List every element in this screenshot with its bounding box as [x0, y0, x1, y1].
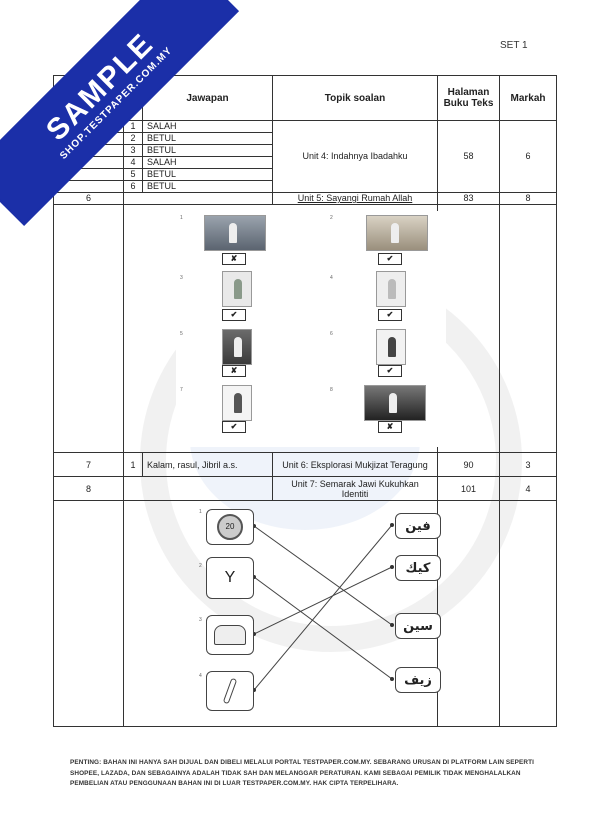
- footer-notice: PENTING: BAHAN INI HANYA SAH DIJUAL DAN …: [70, 759, 534, 787]
- match-line: [253, 566, 393, 635]
- answer-text: BETUL: [142, 144, 273, 157]
- match-line: [253, 525, 393, 626]
- picture-answer-cell: 1 ✘ 2 ✔ 3 ✔ 4 ✔ 5 ✘ 6 ✔ 7 ✔: [123, 204, 446, 453]
- soalan-number: 7: [53, 452, 124, 477]
- marks-cell: 8: [499, 192, 557, 205]
- mark-q1: ✘: [222, 253, 246, 265]
- mark-q8: ✘: [378, 421, 402, 433]
- answer-text: SALAH: [142, 120, 273, 133]
- slingshot-icon: Y: [206, 557, 254, 599]
- table-row: 7 1 Kalam, rasul, Jibril a.s. Unit 6: Ek…: [53, 452, 557, 477]
- header-halaman: Halaman Buku Teks: [437, 75, 500, 121]
- header-markah: Markah: [499, 75, 557, 121]
- mark-q3: ✔: [222, 309, 246, 321]
- picture-q1: [204, 215, 266, 251]
- picture-q4: [376, 271, 406, 307]
- answer-index: 4: [123, 156, 143, 169]
- jawi-word-4: زيف: [395, 667, 441, 693]
- answer-index: 2: [123, 132, 143, 145]
- page-cell: 58: [437, 120, 500, 193]
- cake-icon: [206, 615, 254, 655]
- answer-table: n Jawapan Topik soalan Halaman Buku Teks…: [53, 75, 557, 727]
- answer-text: SALAH: [142, 156, 273, 169]
- page-cell: 83: [437, 192, 500, 205]
- mark-q5: ✘: [222, 365, 246, 377]
- marks-cell: 4: [499, 476, 557, 501]
- picture-q5: [222, 329, 252, 365]
- match-line: [253, 576, 393, 680]
- answer-text: BETUL: [142, 132, 273, 145]
- picture-q7: [222, 385, 252, 421]
- marks-cell: 3: [499, 452, 557, 477]
- answer-index: 1: [123, 452, 143, 477]
- matching-answer-cell: 1 20 2 Y 3 4 فين كيك سين زيف: [123, 500, 441, 727]
- mark-q2: ✔: [378, 253, 402, 265]
- match-dot: [390, 523, 394, 527]
- table-row: 6 Unit 5: Sayangi Rumah Allah 83 8: [53, 192, 557, 205]
- picture-q6: [376, 329, 406, 365]
- picture-q3: [222, 271, 252, 307]
- match-dot: [390, 677, 394, 681]
- page-cell: 90: [437, 452, 500, 477]
- mark-q4: ✔: [378, 309, 402, 321]
- picture-q8: [364, 385, 426, 421]
- matching-lines: [252, 523, 394, 692]
- topic-cell: Unit 6: Eksplorasi Mukjizat Teragung: [272, 452, 438, 477]
- topic-cell: Unit 7: Semarak Jawi Kukuhkan Identiti: [272, 476, 438, 501]
- mark-q6: ✔: [378, 365, 402, 377]
- picture-q2: [366, 215, 428, 251]
- coin-20-icon: 20: [206, 509, 254, 545]
- mark-q7: ✔: [222, 421, 246, 433]
- answer-index: 1: [123, 120, 143, 133]
- picture-answer-row: 1 ✘ 2 ✔ 3 ✔ 4 ✔ 5 ✘ 6 ✔ 7 ✔: [53, 204, 557, 453]
- pin-icon: [206, 671, 254, 711]
- marks-cell: 6: [499, 120, 557, 193]
- table-row: 5 1 SALAH Unit 4: Indahnya Ibadahku 58 6: [53, 120, 557, 193]
- match-dot: [390, 565, 394, 569]
- table-row: 8 Unit 7: Semarak Jawi Kukuhkan Identiti…: [53, 476, 557, 501]
- answer-text: Kalam, rasul, Jibril a.s.: [142, 452, 273, 477]
- soalan-number: 8: [53, 476, 124, 501]
- answer-index: 5: [123, 168, 143, 181]
- set-label: SET 1: [500, 40, 528, 51]
- picture-answer-sheet: 1 ✘ 2 ✔ 3 ✔ 4 ✔ 5 ✘ 6 ✔ 7 ✔: [176, 211, 446, 447]
- header-topik: Topik soalan: [272, 75, 438, 121]
- jawi-word-2: كيك: [395, 555, 441, 581]
- jawi-word-1: فين: [395, 513, 441, 539]
- match-line: [253, 524, 393, 691]
- match-dot: [390, 623, 394, 627]
- soalan-number: 6: [53, 192, 124, 205]
- matching-answer-row: 1 20 2 Y 3 4 فين كيك سين زيف: [53, 500, 557, 727]
- answer-index: 3: [123, 144, 143, 157]
- topic-cell: Unit 4: Indahnya Ibadahku: [272, 120, 438, 193]
- topic-cell: Unit 5: Sayangi Rumah Allah: [272, 192, 438, 205]
- page-cell: 101: [437, 476, 500, 501]
- jawi-word-3: سين: [395, 613, 441, 639]
- answer-index: 6: [123, 180, 143, 193]
- answer-text: BETUL: [142, 168, 273, 181]
- answer-text: BETUL: [142, 180, 273, 193]
